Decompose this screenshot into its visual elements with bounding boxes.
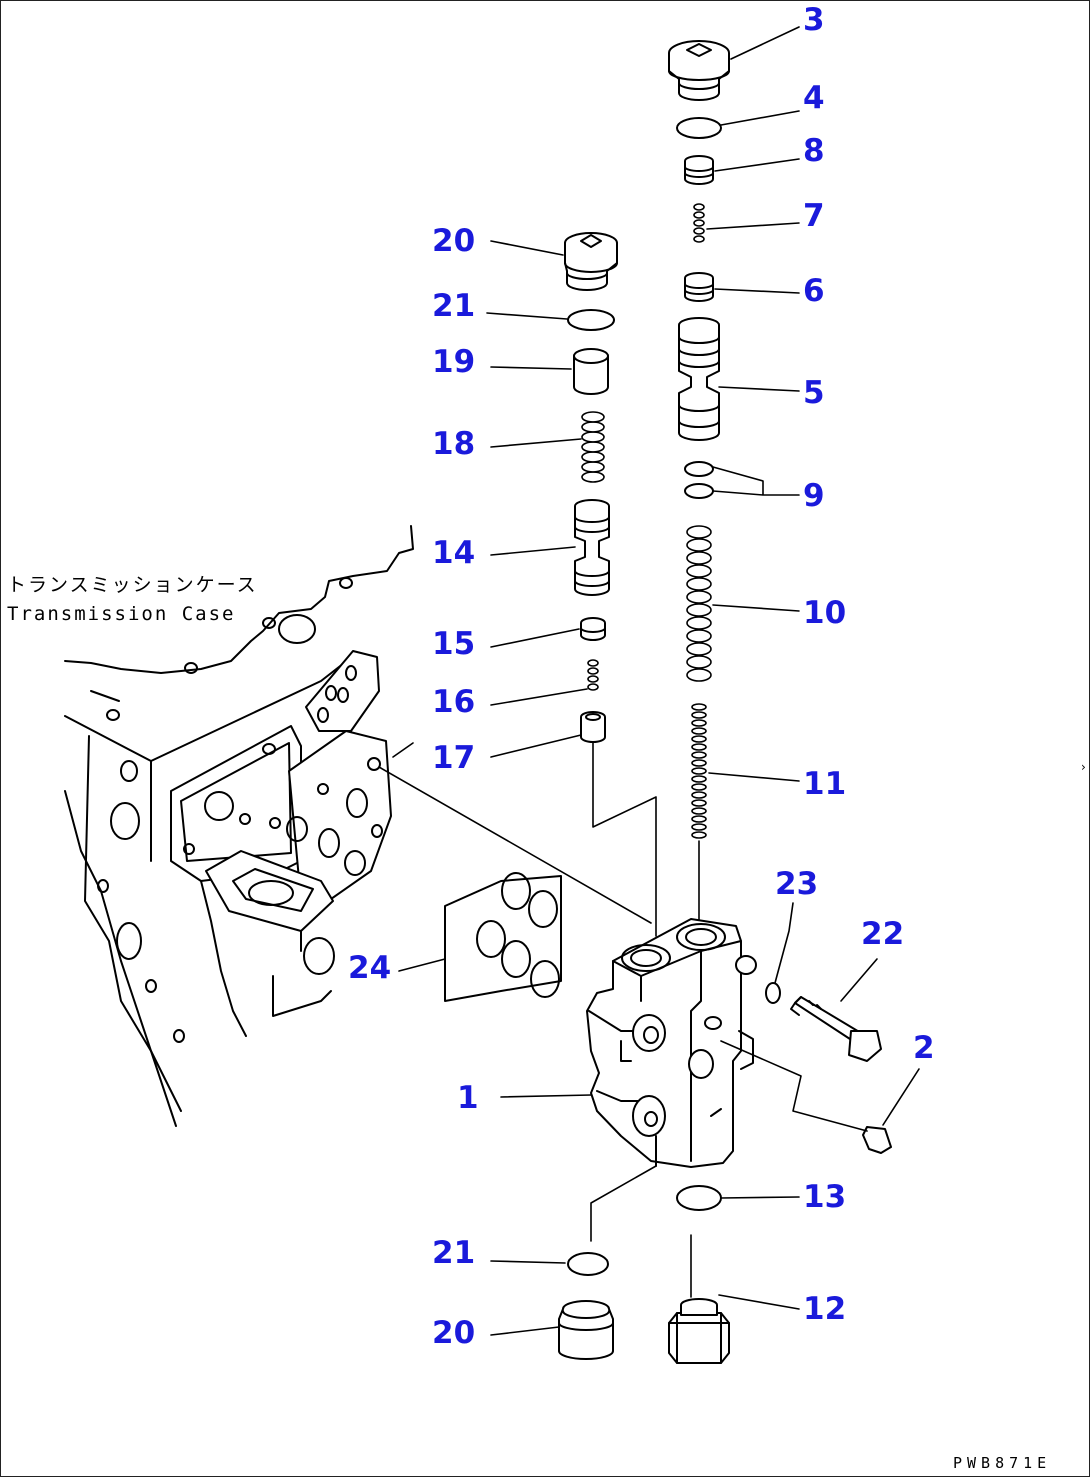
callout-numbers: 3 4 8 7 6 5 9 10 11 23 22 2 13 12 20 21 … [348, 2, 935, 1351]
callout-5: 5 [803, 375, 825, 411]
callout-6: 6 [803, 273, 825, 309]
piston-part-6 [684, 272, 714, 302]
o-rings-part-9 [684, 461, 714, 499]
spring-part-11 [691, 703, 707, 839]
piston-part-8 [684, 155, 714, 185]
plug-part-2 [862, 1126, 892, 1154]
washer-part-23 [765, 982, 781, 1004]
callout-21-bottom: 21 [432, 1235, 475, 1271]
case-label-jp: トランスミッションケース [7, 574, 258, 596]
callout-19: 19 [432, 344, 475, 380]
o-ring-part-4 [676, 117, 722, 139]
o-ring-part-13 [676, 1185, 722, 1211]
callout-11: 11 [803, 766, 846, 802]
assembly-line-20 [590, 1165, 657, 1242]
plug-part-3 [668, 40, 730, 101]
assembly-line-17 [592, 742, 657, 937]
assembly-line-2 [720, 1040, 868, 1132]
spool-part-5 [678, 317, 720, 441]
plug-part-12 [668, 1298, 730, 1364]
callout-17: 17 [432, 740, 475, 776]
spool-part-14 [574, 499, 610, 596]
seat-part-17 [580, 711, 606, 743]
o-ring-part-21-top [567, 309, 615, 331]
callout-22: 22 [861, 916, 904, 952]
case-label-en: Transmission Case [7, 603, 235, 625]
callout-20-bottom: 20 [432, 1315, 475, 1351]
callout-7: 7 [803, 198, 825, 234]
gaskets-part-24 [444, 872, 562, 1002]
callout-16: 16 [432, 684, 475, 720]
callout-18: 18 [432, 426, 475, 462]
callout-14: 14 [432, 535, 475, 571]
callout-8: 8 [803, 133, 825, 169]
piston-part-15 [580, 617, 606, 641]
callout-20-top: 20 [432, 223, 475, 259]
callout-4: 4 [803, 80, 825, 116]
callout-12: 12 [803, 1291, 846, 1327]
callout-10: 10 [803, 595, 846, 631]
spring-part-7 [693, 203, 705, 243]
o-ring-part-21-bottom [567, 1252, 609, 1276]
callout-13: 13 [803, 1179, 846, 1215]
spring-part-10 [686, 525, 712, 682]
transmission-case [64, 525, 414, 1127]
valve-body-part-1 [586, 918, 757, 1168]
bolt-part-22 [790, 996, 882, 1062]
callout-15: 15 [432, 626, 475, 662]
callout-3: 3 [803, 2, 825, 38]
spring-part-18 [581, 411, 605, 483]
callout-1: 1 [457, 1080, 479, 1116]
callout-24: 24 [348, 950, 391, 986]
leader-lines [392, 26, 920, 1336]
callout-23: 23 [775, 866, 818, 902]
plug-part-20-bottom [558, 1300, 614, 1360]
alignment-line-case [378, 766, 652, 924]
callout-2: 2 [913, 1030, 935, 1066]
edge-mark: › [1081, 760, 1086, 774]
plug-part-20-top [564, 232, 618, 291]
spring-part-16 [587, 659, 599, 691]
drawing-code: PWB871E [953, 1454, 1051, 1472]
callout-9: 9 [803, 478, 825, 514]
callout-21-top: 21 [432, 288, 475, 324]
spacer-part-19 [573, 348, 609, 395]
